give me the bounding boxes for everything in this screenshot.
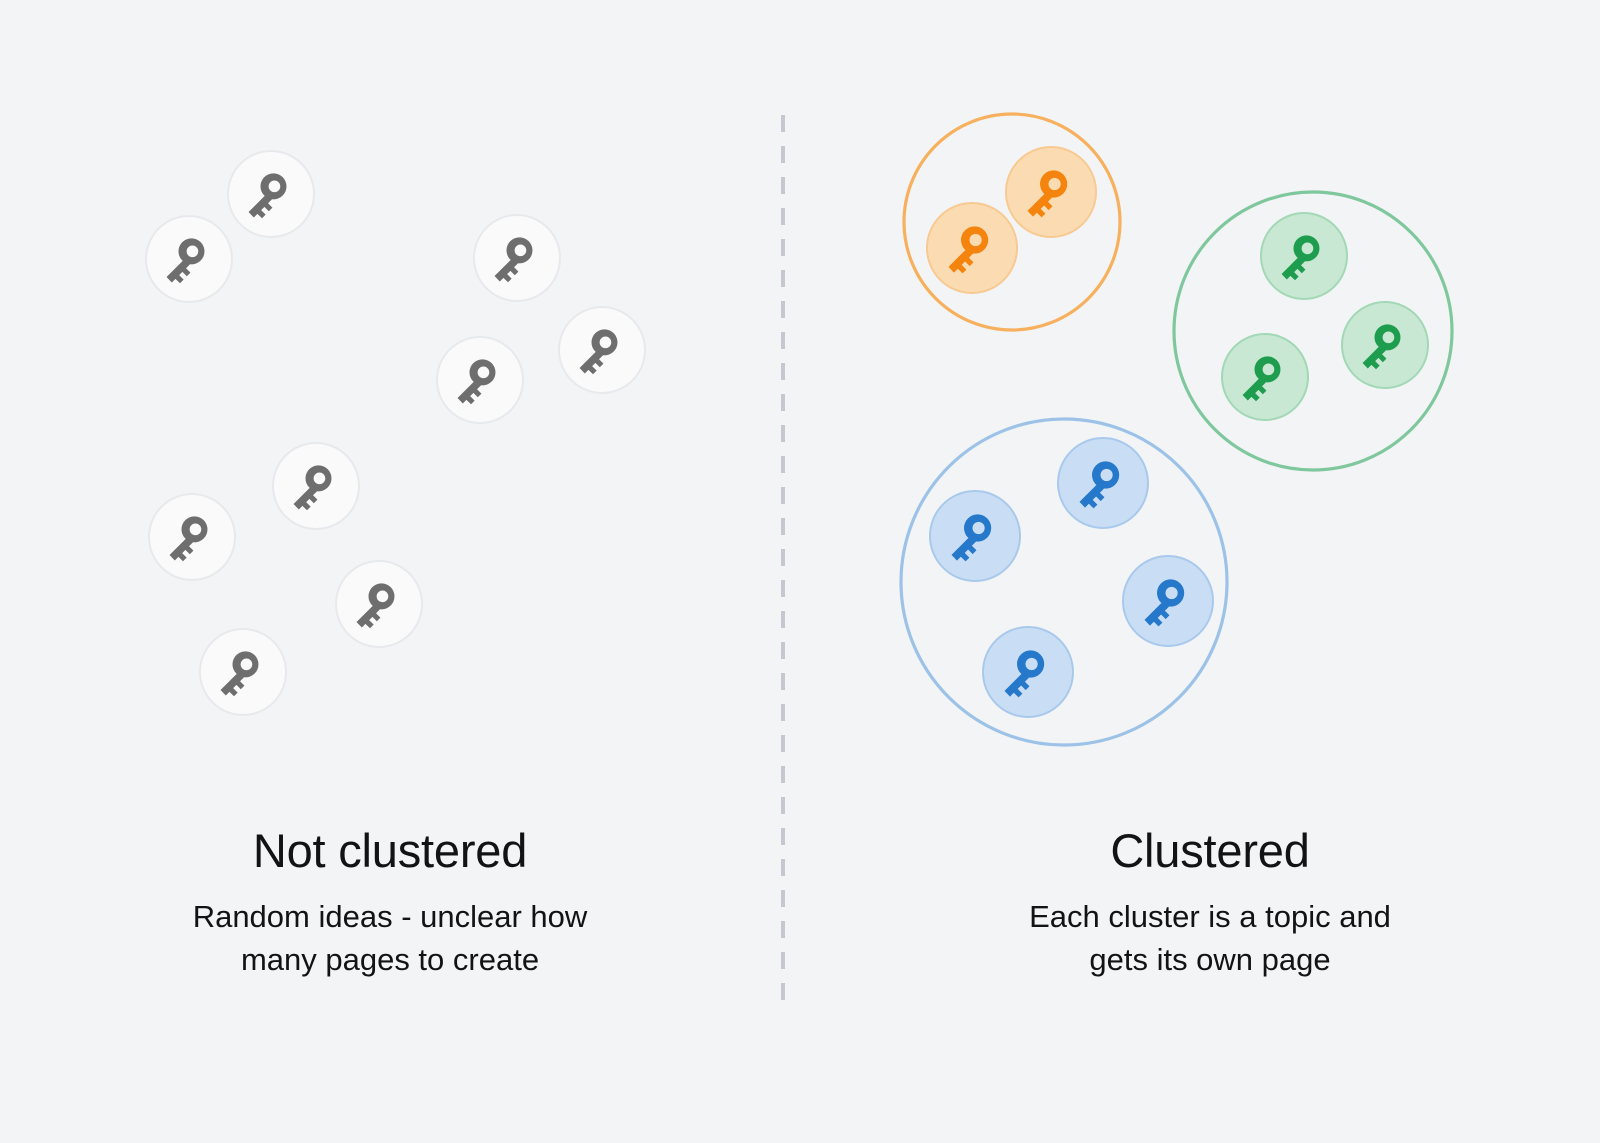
key-badge-orange-2[interactable] bbox=[926, 202, 1018, 294]
key-badge-1[interactable] bbox=[227, 150, 315, 238]
key-badge-blue-3[interactable] bbox=[1122, 555, 1214, 647]
key-badge-5[interactable] bbox=[436, 336, 524, 424]
left-panel-subtitle: Random ideas - unclear how many pages to… bbox=[65, 896, 715, 980]
key-badge-blue-1[interactable] bbox=[929, 490, 1021, 582]
key-badge-9[interactable] bbox=[199, 628, 287, 716]
cluster-green-ring bbox=[1172, 190, 1454, 472]
unclustered-key-group bbox=[145, 150, 646, 716]
key-badge-blue-4[interactable] bbox=[982, 626, 1074, 718]
key-badge-green-1[interactable] bbox=[1260, 212, 1348, 300]
key-badge-4[interactable] bbox=[558, 306, 646, 394]
key-badge-orange-1[interactable] bbox=[1005, 146, 1097, 238]
cluster-blue[interactable] bbox=[899, 417, 1229, 747]
left-panel-title: Not clustered bbox=[252, 824, 528, 877]
key-badge-green-3[interactable] bbox=[1221, 333, 1309, 421]
key-badge-2[interactable] bbox=[145, 215, 233, 303]
cluster-orange-ring bbox=[902, 112, 1122, 332]
key-badge-7[interactable] bbox=[148, 493, 236, 581]
left-caption: Not clustered Random ideas - unclear how… bbox=[65, 826, 715, 981]
cluster-green[interactable] bbox=[1172, 190, 1454, 472]
right-panel-subtitle-line-2: gets its own page bbox=[1089, 941, 1331, 977]
cluster-orange[interactable] bbox=[902, 112, 1122, 332]
right-panel-title: Clustered bbox=[1110, 824, 1310, 877]
key-badge-green-2[interactable] bbox=[1341, 301, 1429, 389]
key-badge-6[interactable] bbox=[272, 442, 360, 530]
cluster-blue-ring bbox=[899, 417, 1229, 747]
clustered-group bbox=[899, 112, 1454, 747]
right-panel-subtitle: Each cluster is a topic and gets its own… bbox=[885, 896, 1535, 980]
left-panel-subtitle-line-1: Random ideas - unclear how bbox=[192, 899, 588, 935]
key-badge-8[interactable] bbox=[335, 560, 423, 648]
right-caption: Clustered Each cluster is a topic and ge… bbox=[885, 826, 1535, 981]
left-panel-subtitle-line-2: many pages to create bbox=[240, 941, 540, 977]
key-badge-blue-2[interactable] bbox=[1057, 437, 1149, 529]
key-badge-3[interactable] bbox=[473, 214, 561, 302]
right-panel-subtitle-line-1: Each cluster is a topic and bbox=[1029, 899, 1391, 935]
